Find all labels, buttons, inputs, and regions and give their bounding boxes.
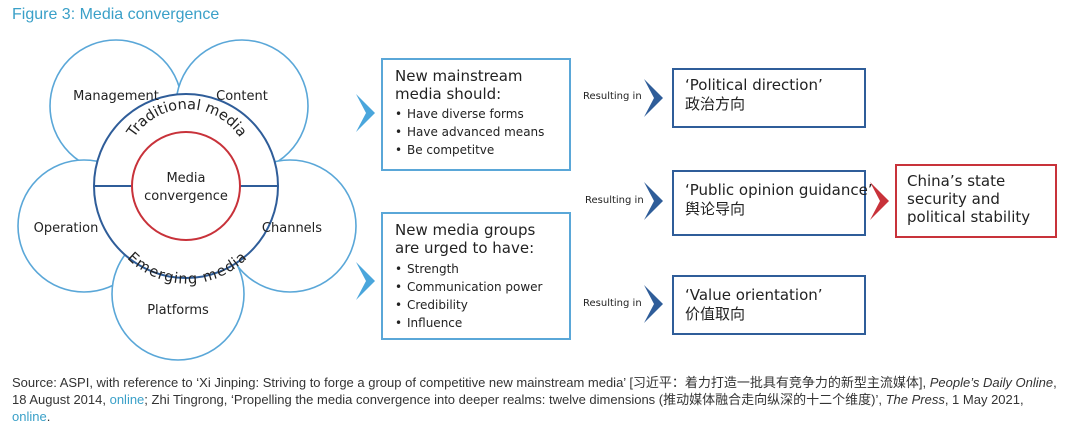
- resulting-in-label: Resulting in: [583, 91, 642, 102]
- convergence-diagram: Management Content Operation Channels Pl…: [17, 39, 889, 361]
- outcome-public-opinion: ‘Public opinion guidance’ 舆论导向: [672, 170, 873, 236]
- chevron-arrow-icon: [870, 182, 889, 220]
- mainstream-bullets: Have diverse forms Have advanced means B…: [395, 105, 569, 159]
- list-item: Have diverse forms: [395, 105, 569, 123]
- label-operation: Operation: [34, 221, 99, 236]
- list-item: Have advanced means: [395, 123, 569, 141]
- outcome-zh: 价值取向: [685, 305, 746, 323]
- groups-heading-1: New media groups: [395, 221, 536, 239]
- label-platforms: Platforms: [147, 303, 209, 318]
- label-management: Management: [73, 89, 159, 104]
- list-item: Strength: [395, 260, 569, 278]
- outcome-zh: 政治方向: [685, 95, 746, 113]
- outcome-zh: 舆论导向: [685, 200, 746, 218]
- chevron-arrow-icon: [356, 94, 375, 132]
- source-text: , 18 August 2014,: [12, 375, 1057, 407]
- source-link-online[interactable]: online: [12, 409, 47, 424]
- groups-bullets: Strength Communication power Credibility…: [395, 260, 569, 332]
- resulting-in-label: Resulting in: [585, 195, 644, 206]
- list-item: Influence: [395, 314, 569, 332]
- stability-box: China’s state security and political sta…: [895, 164, 1057, 238]
- resulting-in-label: Resulting in: [583, 298, 642, 309]
- center-inner-circle: [131, 131, 241, 241]
- stability-line-2: security and: [907, 190, 1000, 208]
- source-link-online[interactable]: online: [109, 392, 145, 407]
- outcome-value-orientation: ‘Value orientation’ 价值取向: [672, 275, 866, 335]
- chevron-arrow-icon: [644, 79, 663, 117]
- stability-line-3: political stability: [907, 208, 1031, 226]
- outcome-political-direction: ‘Political direction’ 政治方向: [672, 68, 866, 128]
- source-note: Source: ASPI, with reference to ‘Xi Jinp…: [12, 374, 1062, 425]
- groups-heading-2: are urged to have:: [395, 239, 535, 257]
- chevron-arrow-icon: [644, 182, 663, 220]
- stability-line-1: China’s state: [907, 172, 1006, 190]
- list-item: Credibility: [395, 296, 569, 314]
- mainstream-heading-2: media should:: [395, 85, 502, 103]
- outcome-en: ‘Political direction’: [685, 76, 823, 94]
- chevron-arrow-icon: [356, 262, 375, 300]
- source-publication: The Press: [885, 392, 945, 407]
- media-groups-box: New media groups are urged to have: Stre…: [381, 212, 571, 340]
- figure-title: Figure 3: Media convergence: [12, 6, 220, 23]
- outcome-en: ‘Public opinion guidance’: [685, 181, 873, 199]
- source-text: , 1 May 2021,: [944, 392, 1024, 407]
- label-media: Media: [166, 171, 205, 186]
- chevron-arrow-icon: [644, 285, 663, 323]
- list-item: Communication power: [395, 278, 569, 296]
- outcome-en: ‘Value orientation’: [685, 286, 823, 304]
- label-convergence: convergence: [144, 189, 228, 204]
- label-channels: Channels: [262, 221, 322, 236]
- mainstream-media-box: New mainstream media should: Have divers…: [381, 58, 571, 171]
- list-item: Be competitve: [395, 141, 569, 159]
- source-publication: People’s Daily Online: [929, 375, 1054, 390]
- source-prefix: Source: ASPI, with reference to ‘Xi Jinp…: [12, 375, 930, 390]
- mainstream-heading-1: New mainstream: [395, 67, 523, 85]
- source-text: ; Zhi Tingrong, ‘Propelling the media co…: [144, 392, 886, 407]
- source-end: .: [46, 409, 51, 424]
- label-content: Content: [216, 89, 268, 104]
